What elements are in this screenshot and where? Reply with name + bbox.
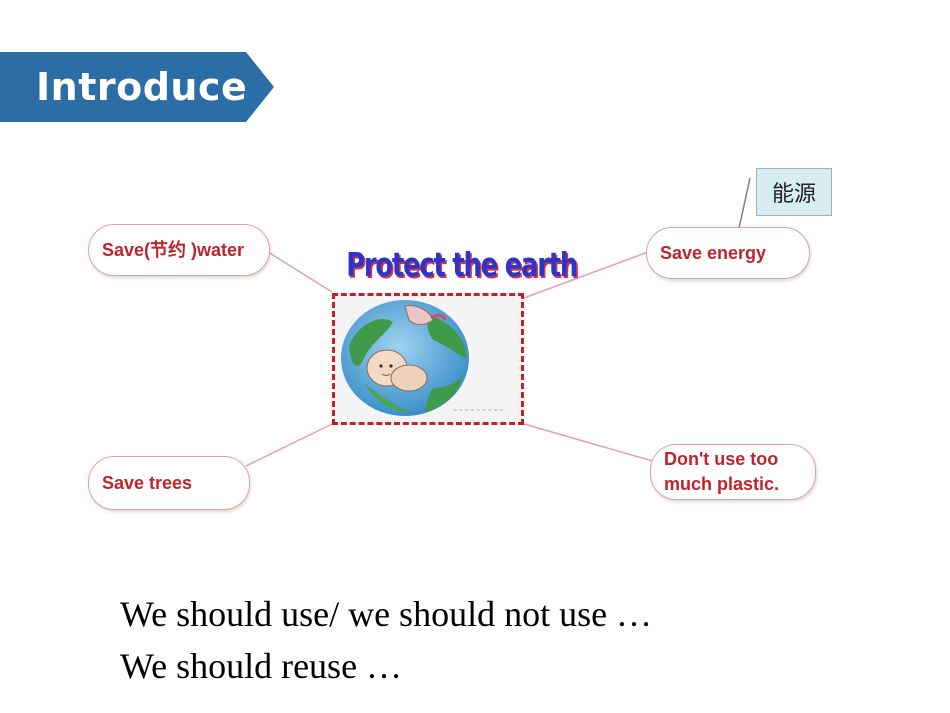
bubble-save-energy: Save energy [646, 227, 810, 279]
bubble-save-trees: Save trees [88, 456, 250, 510]
center-title: Protect the earth [346, 245, 578, 284]
section-banner: Introduce [0, 52, 274, 122]
svg-text:~ ~ ~ ~ ~ ~ ~ ~ ~: ~ ~ ~ ~ ~ ~ ~ ~ ~ [453, 408, 503, 414]
connector-top-right [523, 251, 649, 299]
section-title: Introduce [36, 65, 248, 109]
connector-bottom-left [245, 423, 333, 467]
center-drawing-frame: ~ ~ ~ ~ ~ ~ ~ ~ ~ [332, 293, 524, 425]
bubble-save-water: Save(节约 )water [88, 224, 270, 276]
bubble-no-plastic: Don't use too much plastic. [650, 444, 816, 500]
sentence-block: We should use/ we should not use … We sh… [120, 588, 652, 692]
annotation-box: 能源 [756, 168, 832, 216]
sentence-line: We should reuse … [120, 646, 403, 686]
connector-top-left [267, 251, 333, 293]
sentence-line: We should use/ we should not use … [120, 594, 653, 634]
banner-arrow-shape [0, 52, 274, 122]
connector-bottom-right [523, 423, 657, 463]
globe-with-baby-drawing-icon: ~ ~ ~ ~ ~ ~ ~ ~ ~ [335, 296, 521, 422]
